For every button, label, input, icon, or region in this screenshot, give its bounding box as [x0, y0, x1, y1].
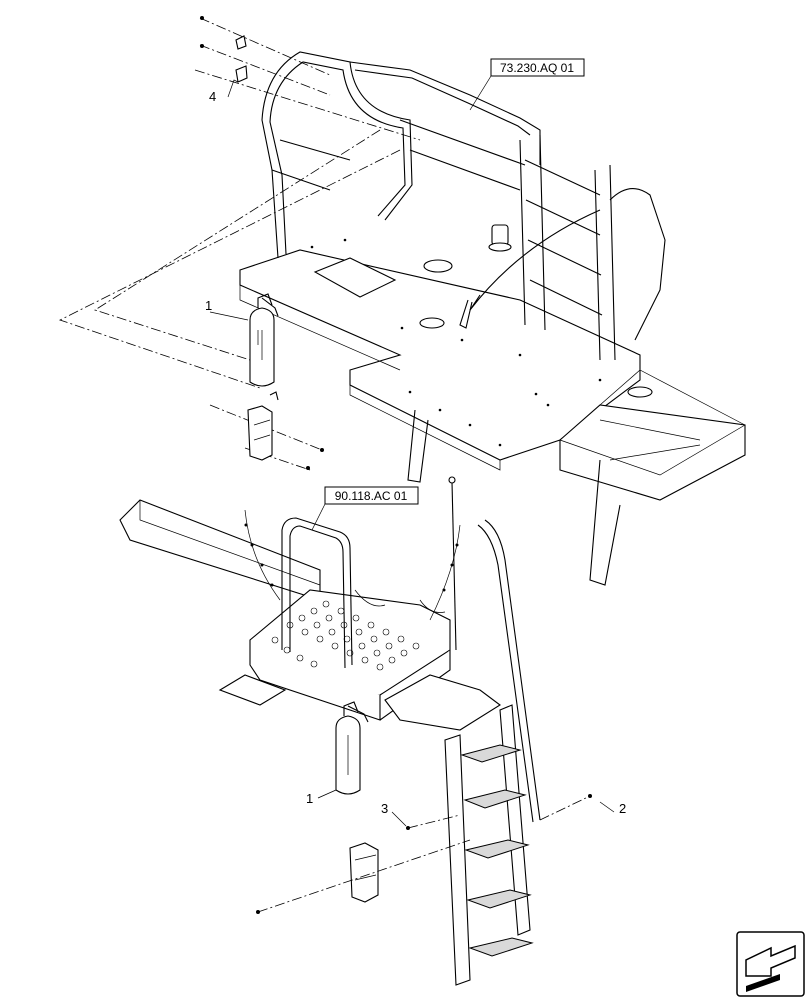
- upper-fire-extinguisher: [209, 293, 324, 470]
- access-panel: [313, 257, 397, 298]
- clip-parts: [200, 16, 248, 98]
- grab-pole: [451, 481, 457, 651]
- reference-box-lower[interactable]: 90.118.AC 01: [324, 486, 419, 505]
- ladder-step-5: [468, 937, 534, 957]
- callout-fire-extinguisher-upper: 1: [205, 298, 212, 313]
- upper-deck-plate: [239, 249, 641, 461]
- ladder-step-1: [460, 744, 522, 763]
- upper-sub-frame: [407, 369, 746, 586]
- platform-grating-holes: [271, 600, 420, 671]
- upper-extinguisher-bracket: [247, 405, 273, 461]
- lower-ladder: [444, 519, 541, 986]
- upper-platform-assembly: [239, 51, 746, 586]
- ladder-step-2: [463, 789, 527, 809]
- upper-handrail-left: [261, 51, 413, 259]
- upper-alignment-lines: [58, 17, 421, 471]
- upper-handrail-rear: [349, 61, 541, 165]
- callout-ladder: 2: [619, 801, 626, 816]
- lower-extinguisher-bracket: [349, 842, 379, 903]
- reference-label-lower: 90.118.AC 01: [335, 489, 408, 503]
- lower-alignment-lines: [256, 794, 615, 914]
- callout-fire-extinguisher-lower: 1: [306, 791, 313, 806]
- callout-bolt: 3: [381, 801, 388, 816]
- reference-box-upper[interactable]: 73.230.AQ 01: [490, 58, 585, 77]
- deck-opening-lower: [419, 317, 445, 329]
- next-page-arrow-icon[interactable]: [736, 931, 805, 997]
- reference-label-upper: 73.230.AQ 01: [500, 61, 574, 75]
- ladder-step-3: [464, 839, 530, 859]
- deck-opening-upper: [423, 259, 453, 273]
- callout-clip: 4: [209, 89, 216, 104]
- upper-handrail-right: [609, 188, 666, 341]
- lower-fire-extinguisher: [317, 701, 379, 903]
- safety-chains: [244, 509, 461, 621]
- deck-fasteners: [310, 238, 602, 447]
- beacon-light: [488, 224, 512, 252]
- ladder-step-4: [466, 889, 532, 909]
- step-platform: [384, 674, 501, 731]
- upper-ladder: [519, 134, 616, 361]
- lower-handrail: [281, 517, 353, 666]
- tie-down-strap: [459, 299, 473, 329]
- lower-platform-assembly: [119, 476, 541, 986]
